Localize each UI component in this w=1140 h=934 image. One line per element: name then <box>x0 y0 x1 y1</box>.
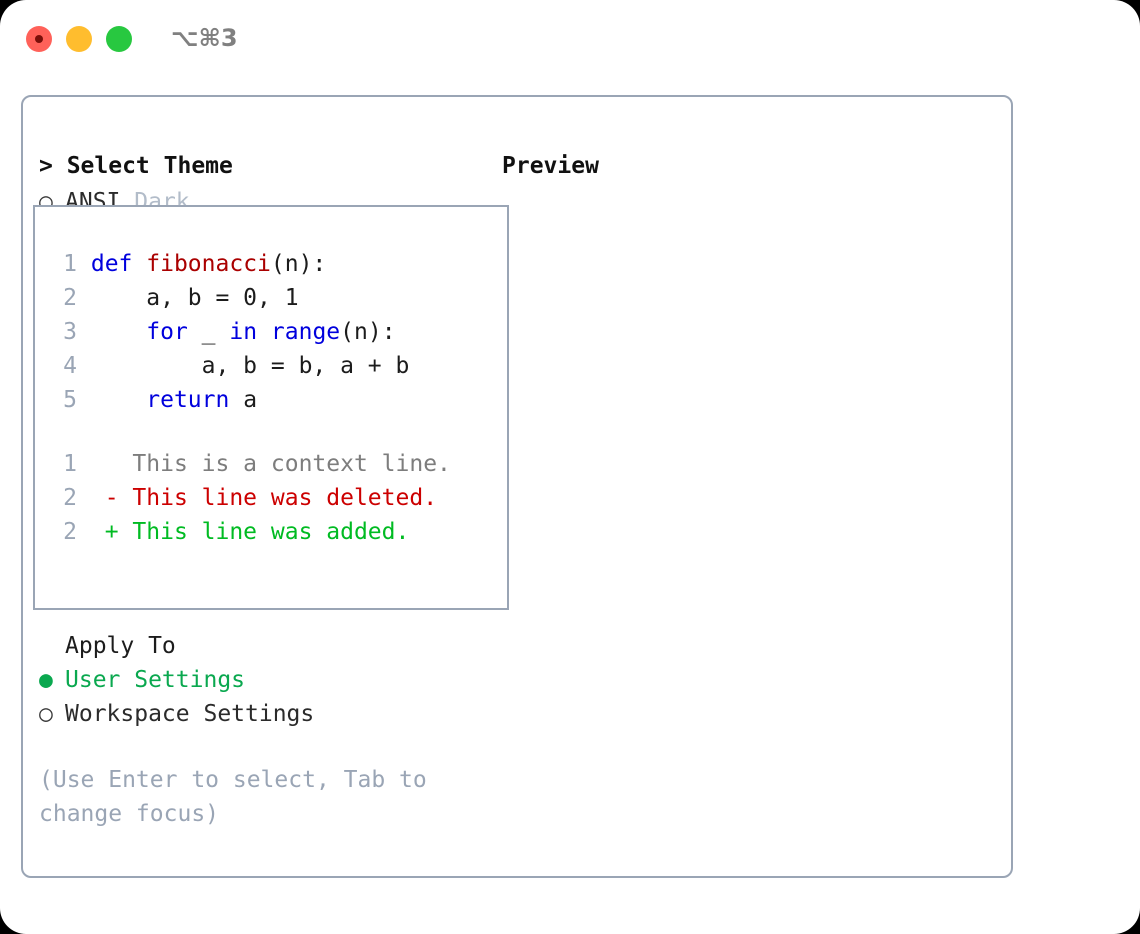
keyboard-shortcut-label: ⌥⌘3 <box>171 24 238 52</box>
diff-line: 2 - This line was deleted. <box>45 481 501 515</box>
line-number: 2 <box>63 285 77 311</box>
line-number: 5 <box>63 387 77 413</box>
apply-to-label: User Settings <box>65 667 246 693</box>
line-number: 3 <box>63 319 77 345</box>
diff-line: 2 + This line was added. <box>45 515 501 549</box>
code-line: 1 def fibonacci(n): <box>45 247 501 281</box>
diff-text: This line was deleted. <box>132 485 438 511</box>
radio-unselected-icon: ○ <box>39 701 53 727</box>
radio-selected-icon: ● <box>39 667 53 693</box>
line-number: 2 <box>63 519 77 545</box>
diff-text: This line was added. <box>132 519 410 545</box>
close-icon <box>35 35 43 43</box>
code-line: 3 for _ in range(n): <box>45 315 501 349</box>
diff-marker: - <box>104 485 133 511</box>
apply-to-option[interactable]: ○ Workspace Settings <box>39 697 499 731</box>
apply-to-list[interactable]: ● User Settings ○ Workspace Settings <box>39 663 499 731</box>
theme-list-header: > Select Theme <box>39 153 233 179</box>
minimize-button[interactable] <box>66 26 92 52</box>
line-number: 1 <box>63 251 77 277</box>
code-token: a, b = b, a + b <box>90 353 410 379</box>
apply-to-label: Workspace Settings <box>65 701 315 727</box>
code-line: 4 a, b = b, a + b <box>45 349 501 383</box>
code-token: range <box>270 319 341 345</box>
line-number: 4 <box>63 353 77 379</box>
code-token: a <box>229 387 258 413</box>
maximize-button[interactable] <box>106 26 132 52</box>
preview-title: Preview <box>502 153 599 179</box>
code-token: fibonacci <box>146 251 271 277</box>
code-token: _ <box>187 319 230 345</box>
code-token: for <box>146 319 188 345</box>
theme-selector-panel: > Select Theme ○ANSI Dark○Atom One Dark○… <box>21 95 1013 878</box>
line-number: 1 <box>63 451 77 477</box>
apply-to-header: Apply To <box>65 633 176 659</box>
diff-line: 1 This is a context line. <box>45 447 501 481</box>
code-token: (n): <box>340 319 396 345</box>
diff-marker: + <box>104 519 133 545</box>
diff-marker <box>105 451 133 477</box>
title-bar: ⌥⌘3 <box>0 0 1140 78</box>
code-token: return <box>146 387 230 413</box>
diff-text: This is a context line. <box>132 451 451 477</box>
diff-lines: 1 This is a context line.2 - This line w… <box>45 447 501 549</box>
code-token: def <box>90 251 133 277</box>
keyboard-hint: (Use Enter to select, Tab to change focu… <box>39 767 441 827</box>
code-token: (n): <box>270 251 327 277</box>
code-token <box>257 319 271 345</box>
code-token <box>91 387 146 413</box>
apply-to-option[interactable]: ● User Settings <box>39 663 499 697</box>
code-token: a, b = 0, 1 <box>90 285 299 311</box>
code-token <box>132 251 146 277</box>
preview-column: Preview <box>502 147 1002 185</box>
line-number: 2 <box>63 485 77 511</box>
code-line: 2 a, b = 0, 1 <box>45 281 501 315</box>
code-token: in <box>229 319 258 345</box>
code-line: 5 return a <box>45 383 501 417</box>
code-token <box>91 319 146 345</box>
